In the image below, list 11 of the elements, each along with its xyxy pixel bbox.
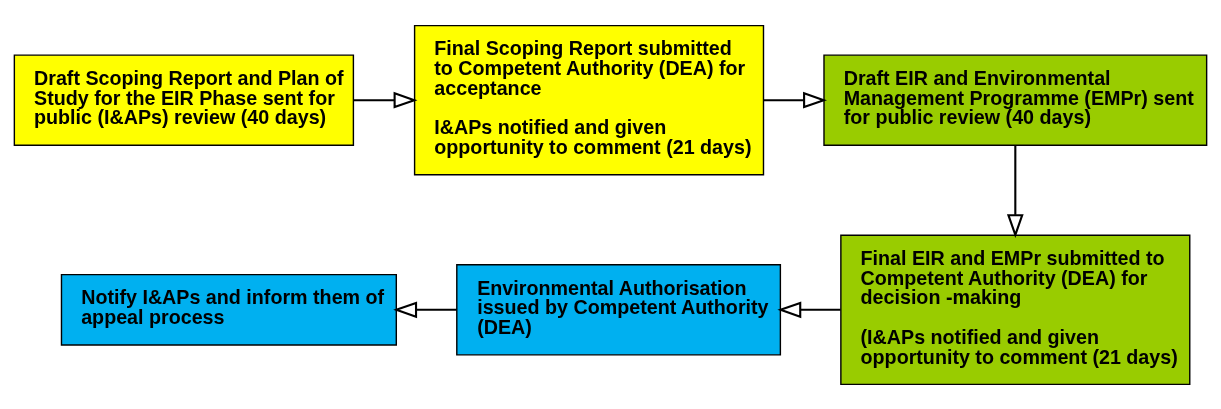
arrow (1006, 144, 1024, 238)
arrow (777, 300, 841, 318)
node-box: Environmental Authorisation issued by Competent Authority (DEA) (456, 263, 782, 356)
arrow (393, 300, 457, 318)
node-box: Notify I&APs and inform them of appeal process (60, 273, 397, 346)
node-box: Final Scoping Report submitted to Competent Authority (DEA) for acceptance I&APs notified and given opportunity to comment (21 days) (413, 24, 765, 175)
node-box: Draft Scoping Report and Plan of Study for the EIR Phase sent for public (I&APs) review (40 days) (13, 53, 355, 146)
node-box: Final EIR and EMPr submitted to Competent Authority (DEA) for decision -making (I&APs notified and given opportunity to comment (21 days) (840, 234, 1191, 385)
arrow (763, 91, 827, 109)
node-box: Draft EIR and Environmental Management Programme (EMPr) sent for public review (40 days) (823, 53, 1208, 146)
arrow (353, 91, 418, 109)
